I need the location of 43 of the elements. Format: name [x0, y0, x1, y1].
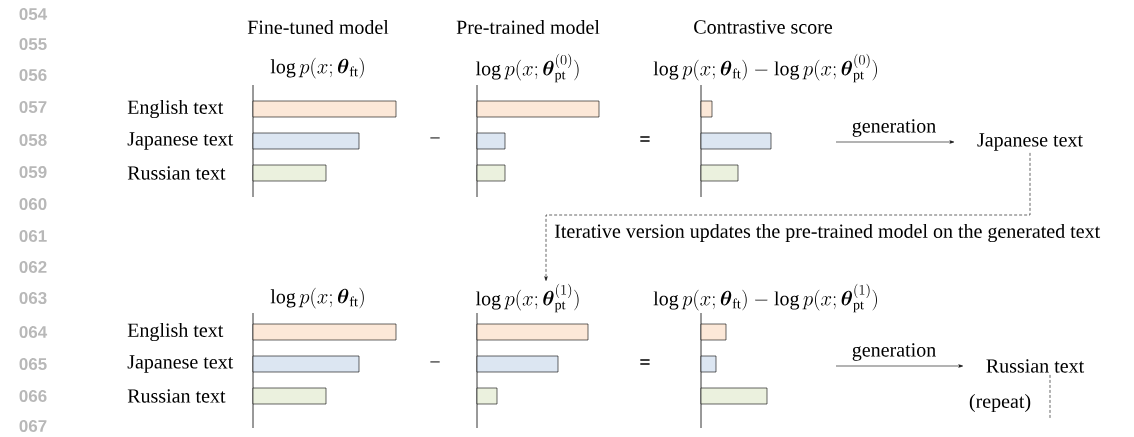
line-number: 054: [19, 8, 48, 21]
line-number: 056: [19, 69, 47, 82]
line-number: 058: [19, 134, 47, 147]
formula: $\log p(x;\boldsymbol{\theta}_{\mathrm{pt}}^{(0)})$: [475, 53, 579, 83]
line-number: 066: [19, 390, 47, 403]
edge-label: generation: [850, 342, 938, 362]
line-number: 059: [19, 166, 47, 179]
output-text: Russian text: [986, 359, 1085, 373]
row-label: English text: [127, 99, 224, 119]
line-number: 055: [19, 38, 47, 51]
output-text: Japanese text: [977, 133, 1083, 151]
line-number: 062: [19, 261, 47, 274]
line-number: 057: [19, 101, 47, 114]
formula: $\log p(x;\boldsymbol{\theta}_{\mathrm{pt}}^{(1)})$: [475, 283, 579, 313]
operator-sign: −: [430, 137, 440, 139]
line-number: 064: [19, 326, 48, 339]
column-heading: Contrastive score: [694, 20, 833, 34]
column-heading: Pre-trained model: [456, 19, 600, 35]
line-number: 067: [19, 420, 47, 433]
operator-sign: =: [640, 136, 650, 142]
line-number: 061: [19, 230, 47, 243]
line-number: 065: [19, 358, 47, 371]
line-number: 060: [19, 198, 47, 211]
row-label: English text: [127, 322, 224, 342]
formula: $\log p(x;\boldsymbol{\theta}_{\mathrm{ft}})-\log p(x;\boldsymbol{\theta}_{\mathrm{pt}}^{(1)})$: [653, 283, 877, 313]
edge-label: generation: [850, 118, 938, 138]
formula: $\log p(x;\boldsymbol{\theta}_{\mathrm{ft}})$: [270, 287, 364, 309]
column-heading: Fine-tuned model: [247, 19, 389, 35]
row-label: Russian text: [127, 166, 226, 180]
operator-sign: −: [430, 361, 440, 363]
connector-line: [1049, 374, 1051, 419]
row-label: Japanese text: [127, 132, 234, 150]
arrow: [835, 140, 955, 144]
formula: $\log p(x;\boldsymbol{\theta}_{\mathrm{ft}})$: [270, 57, 364, 79]
row-label: Japanese text: [127, 355, 234, 373]
edge-label: Iterative version updates the pre-trained model on the generated text: [553, 222, 1102, 244]
side-note: (repeat): [969, 393, 1031, 413]
row-label: Russian text: [127, 389, 226, 403]
operator-sign: =: [640, 359, 650, 365]
line-number: 063: [19, 291, 47, 305]
arrow: [544, 152, 1031, 281]
formula: $\log p(x;\boldsymbol{\theta}_{\mathrm{ft}})-\log p(x;\boldsymbol{\theta}_{\mathrm{pt}}^{(0)})$: [653, 53, 877, 83]
arrow: [835, 364, 963, 368]
